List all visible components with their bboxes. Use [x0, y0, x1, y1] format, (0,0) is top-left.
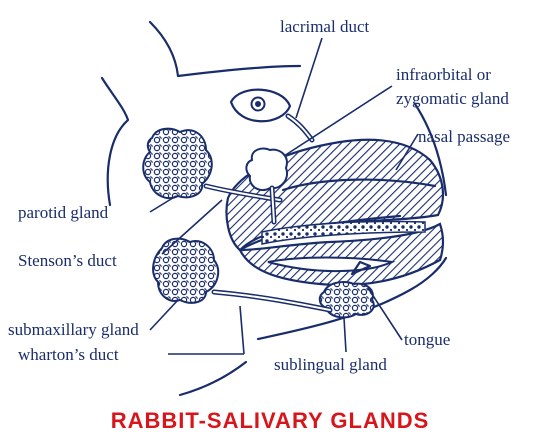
eye	[229, 88, 292, 123]
label-parotid-gland: parotid gland	[18, 203, 109, 222]
label-tongue: tongue	[404, 330, 450, 349]
label-infraorbital-line1: infraorbital or	[396, 65, 491, 84]
submaxillary-gland	[152, 237, 220, 304]
label-lacrimal-duct: lacrimal duct	[280, 17, 369, 36]
infraorbital-gland	[245, 147, 288, 192]
label-sublingual-gland: sublingual gland	[274, 355, 387, 374]
label-whartons-duct: wharton’s duct	[18, 345, 119, 364]
label-submaxillary-gland: submaxillary gland	[8, 320, 139, 339]
infraorbital-duct-lumen	[271, 187, 275, 223]
label-stensons-duct: Stenson’s duct	[18, 251, 117, 270]
diagram-title: RABBIT-SALIVARY GLANDS	[111, 408, 430, 433]
label-infraorbital-line2: zygomatic gland	[396, 89, 509, 108]
parotid-gland	[142, 127, 213, 200]
whartons-duct-lumen	[213, 291, 331, 311]
head-outline	[100, 20, 448, 397]
leader-lines	[149, 37, 419, 355]
label-nasal-passage: nasal passage	[418, 127, 510, 146]
